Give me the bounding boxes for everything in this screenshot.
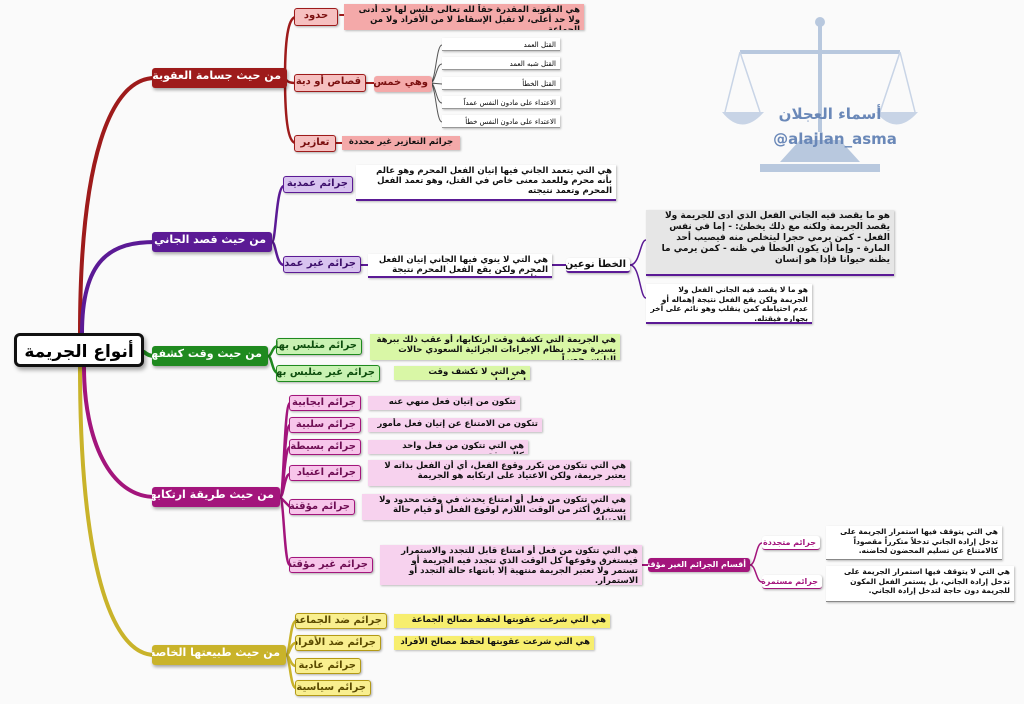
branch-timing[interactable]: من حيث وقت كشفها bbox=[152, 346, 268, 366]
node-against-group[interactable]: جرائم ضد الجماعة bbox=[295, 613, 387, 629]
node-continuous[interactable]: جرائم مستمرة bbox=[762, 575, 822, 589]
node-intentional[interactable]: جرائم عمدية bbox=[283, 176, 353, 193]
qisas-item-3: القتل الخطأ bbox=[442, 77, 560, 90]
scales-of-justice-icon bbox=[722, 17, 918, 172]
node-renewed[interactable]: جرائم متجددة bbox=[762, 536, 820, 550]
desc-habitual: هي التي تتكون من تكرر وقوع الفعل، أي أن … bbox=[368, 460, 630, 486]
branch-line-method bbox=[82, 365, 157, 499]
desc-intentional: هي التي يتعمد الجاني فيها إتيان الفعل ال… bbox=[356, 165, 616, 201]
node-qisas[interactable]: قصاص أو دية bbox=[294, 74, 366, 92]
desc-tazir: جرائم التعازير غير محددة bbox=[342, 136, 460, 150]
node-temporary[interactable]: جرائم مؤقتة bbox=[289, 499, 355, 515]
desc-simple: هي التي تتكون من فعل واحد كالسرقة bbox=[368, 440, 528, 454]
desc-mistake-type1: هو ما يقصد فيه الجاني الفعل الذي أدى للج… bbox=[646, 210, 894, 276]
desc-positive: تتكون من إتيان فعل منهي عنه bbox=[368, 396, 520, 410]
desc-negative: تتكون من الامتناع عن إتيان فعل مأمور به bbox=[368, 418, 542, 432]
node-habitual[interactable]: جرائم اعتياد bbox=[289, 465, 361, 481]
node-flagrant[interactable]: جرائم متلبس بها bbox=[276, 338, 362, 355]
node-hudud[interactable]: حدود bbox=[294, 8, 338, 26]
node-nontemporary[interactable]: جرائم غير مؤقتة bbox=[289, 557, 373, 573]
desc-unintentional: هي التي لا ينوي فيها الجاني إتيان الفعل … bbox=[368, 254, 552, 278]
node-against-individuals[interactable]: جرائم ضد الأفراد bbox=[295, 635, 381, 651]
desc-mistake-type2: هو ما لا يقصد فيه الجاني الفعل ولا الجري… bbox=[646, 284, 812, 324]
node-qisas-five: وهي خمس bbox=[374, 76, 432, 92]
branch-line-nature bbox=[78, 365, 157, 657]
branch-line-punishment bbox=[78, 76, 157, 335]
node-nonflagrant[interactable]: جرائم غير متلبس بها bbox=[276, 365, 380, 382]
root-node[interactable]: أنواع الجريمة bbox=[14, 333, 144, 367]
node-ordinary[interactable]: جرائم عادية bbox=[295, 658, 361, 674]
node-political[interactable]: جرائم سياسية bbox=[295, 680, 371, 696]
node-tazir[interactable]: تعازير bbox=[294, 135, 336, 152]
branch-method[interactable]: من حيث طريقة ارتكابها bbox=[152, 487, 280, 507]
desc-against-individuals: هي التي شرعت عقوبتها لحفظ مصالح الأفراد bbox=[394, 636, 594, 650]
node-mistake-types: الخطأ نوعين bbox=[566, 258, 630, 273]
node-negative[interactable]: جرائم سلبية bbox=[289, 417, 361, 433]
branch-line-intent bbox=[80, 240, 157, 335]
watermark: أسماء العجلان @alajlan_asma bbox=[720, 12, 920, 182]
desc-flagrant: هي الجريمة التي تكشف وقت ارتكابها، أو عق… bbox=[370, 334, 620, 360]
branch-nature[interactable]: من حيث طبيعتها الخاصة bbox=[152, 645, 286, 665]
branch-punishment[interactable]: من حيث جسامة العقوبة bbox=[152, 68, 287, 88]
qisas-item-2: القتل شبه العمد bbox=[442, 57, 560, 70]
desc-renewed: هي التي يتوقف فيها استمرار الجريمة على ت… bbox=[826, 526, 1002, 560]
node-positive[interactable]: جرائم ايجابية bbox=[289, 395, 361, 411]
qisas-item-4: الاعتداء على مادون النفس عمداً bbox=[442, 96, 560, 109]
branch-intent[interactable]: من حيث قصد الجاني bbox=[152, 232, 272, 252]
qisas-item-5: الاعتداء على مادون النفس خطأ bbox=[442, 115, 560, 128]
desc-temporary: هي التي تتكون من فعل أو امتناع يحدث في و… bbox=[362, 494, 630, 520]
desc-nonflagrant: هي التي لا تكشف وقت ارتكابها. bbox=[394, 366, 530, 380]
watermark-name: أسماء العجلان bbox=[778, 105, 882, 123]
desc-nontemporary: هي التي تتكون من فعل أو امتناع قابل للتج… bbox=[380, 545, 642, 585]
node-unintentional[interactable]: جرائم غير عمدية bbox=[283, 256, 361, 273]
node-nontemporary-split: أقسام الجرائم الغير مؤقتة bbox=[648, 558, 750, 572]
desc-hudud: هي العقوبة المقدرة حقاً لله تعالى فليس ل… bbox=[344, 4, 584, 30]
node-simple[interactable]: جرائم بسيطة bbox=[289, 439, 361, 455]
desc-against-group: هي التي شرعت عقوبتها لحفظ مصالح الجماعة bbox=[394, 614, 610, 628]
watermark-handle: @alajlan_asma bbox=[773, 130, 897, 148]
desc-continuous: هي التي لا يتوقف فيها استمرار الجريمة عل… bbox=[826, 566, 1014, 602]
qisas-item-1: القتل العمد bbox=[442, 38, 560, 51]
